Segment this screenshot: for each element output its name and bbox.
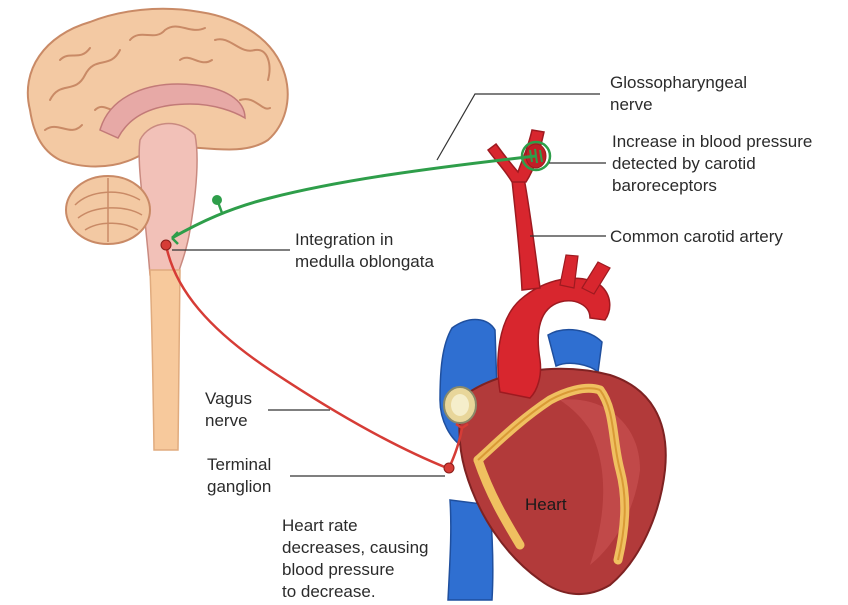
common-carotid-artery (511, 177, 541, 291)
label-heart-text: Heart (525, 495, 567, 514)
leader-glossopharyngeal (436, 93, 600, 161)
brain-illustration (26, 7, 289, 451)
label-outcome: Heart rate decreases, causing blood pres… (282, 515, 428, 603)
medulla-integration-center (160, 239, 172, 251)
label-baroreceptors-line3: baroreceptors (612, 176, 717, 195)
spinal-cord (149, 269, 181, 451)
terminal-ganglion-dot (443, 462, 455, 474)
label-outcome-line4: to decrease. (282, 582, 376, 601)
label-common-carotid-artery: Common carotid artery (610, 226, 783, 248)
sensory-ganglion (212, 195, 222, 205)
label-integration-medulla: Integration in medulla oblongata (295, 229, 434, 273)
label-glossopharyngeal-line1: Glossopharyngeal (610, 73, 748, 92)
corpus-callosum (99, 83, 246, 139)
label-outcome-line2: decreases, causing (282, 538, 429, 557)
label-baroreceptors-line2: detected by carotid (612, 154, 756, 173)
glossopharyngeal-nerve (171, 154, 537, 240)
label-baroreceptors-line1: Increase in blood pressure (612, 132, 813, 151)
label-integration-line2: medulla oblongata (295, 252, 434, 271)
baroreceptor-ring (520, 140, 552, 172)
pulmonary-trunk (547, 328, 603, 374)
aorta (497, 277, 611, 399)
heart-illustration (439, 129, 667, 601)
label-outcome-line1: Heart rate (282, 516, 358, 535)
label-terminal-ganglion: Terminal ganglion (207, 454, 271, 498)
label-vagus-line1: Vagus (205, 389, 252, 408)
label-vagus-line2: nerve (205, 411, 248, 430)
label-outcome-line3: blood pressure (282, 560, 395, 579)
label-baroreceptors: Increase in blood pressure detected by c… (612, 131, 812, 197)
label-integration-line1: Integration in (295, 230, 394, 249)
label-carotid-line1: Common carotid artery (610, 227, 783, 246)
vagus-nerve (164, 244, 448, 470)
label-heart: Heart (525, 494, 567, 516)
label-vagus-nerve: Vagus nerve (205, 388, 252, 432)
label-glossopharyngeal-nerve: Glossopharyngeal nerve (610, 72, 747, 116)
label-terminal-line1: Terminal (207, 455, 272, 474)
label-glossopharyngeal-line2: nerve (610, 95, 653, 114)
label-terminal-line2: ganglion (207, 477, 272, 496)
